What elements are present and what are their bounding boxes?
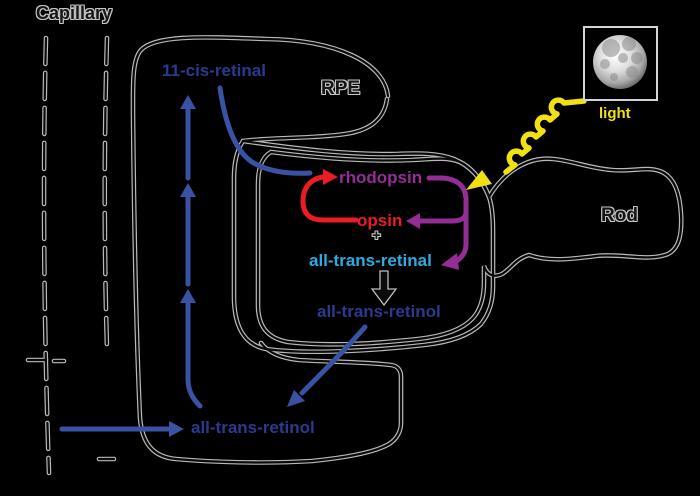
moon-craters [600, 37, 643, 81]
arrow-cis-retinal-to-rhodopsin [217, 85, 313, 176]
arrowhead [180, 289, 196, 303]
rpe-cell-membrane-core [131, 36, 403, 464]
arrow-retinal-to-retinol [370, 270, 398, 307]
arrowhead [406, 213, 420, 229]
arrowhead [287, 390, 305, 407]
basal-membrane-dashes-core [26, 358, 116, 461]
purple-arrowheads [406, 213, 459, 270]
arrowhead-red [323, 169, 338, 185]
rpe-cell-lower-membrane [243, 99, 387, 141]
all-trans-retinal-label: all-trans-retinal [309, 251, 432, 270]
arrowhead [180, 95, 196, 109]
rpe-label: RPE [321, 78, 361, 99]
rpe-cell-membrane [133, 37, 401, 462]
light-ray-arrow [503, 97, 587, 175]
arrowhead [169, 421, 184, 437]
purple-arrow-group [417, 175, 469, 265]
rhodopsin-label: rhodopsin [339, 168, 423, 187]
moon-image [583, 26, 658, 101]
all-trans-retinol-rpe-label: all-trans-retinol [191, 418, 315, 437]
blue-arrowheads [169, 95, 305, 437]
cis-retinal-label: 11-cis-retinal [162, 61, 266, 80]
basal-membrane-dashes [28, 360, 114, 459]
moon-graphic [593, 35, 647, 89]
all-trans-retinol-outer-segment-label: all-trans-retinol [317, 302, 441, 321]
rod-label: Rod [601, 205, 638, 226]
arrowhead-light [466, 170, 492, 190]
arrow-opsin-to-rhodopsin [300, 174, 359, 223]
plus-sign: + [372, 227, 381, 244]
arrow-recycling-step-1 [185, 296, 203, 409]
arrow-retinol-transfer-to-rpe [299, 324, 368, 396]
arrowhead [180, 183, 196, 197]
opsin-label: opsin [357, 211, 403, 230]
arrow-rhodopsin-to-opsin [417, 209, 469, 224]
light-label: light [599, 105, 631, 122]
arrow-rhodopsin-to-retinal [426, 175, 469, 265]
blue-arrow-group [59, 85, 368, 432]
capillary-label: Capillary [36, 3, 113, 23]
arrowhead [441, 253, 459, 270]
